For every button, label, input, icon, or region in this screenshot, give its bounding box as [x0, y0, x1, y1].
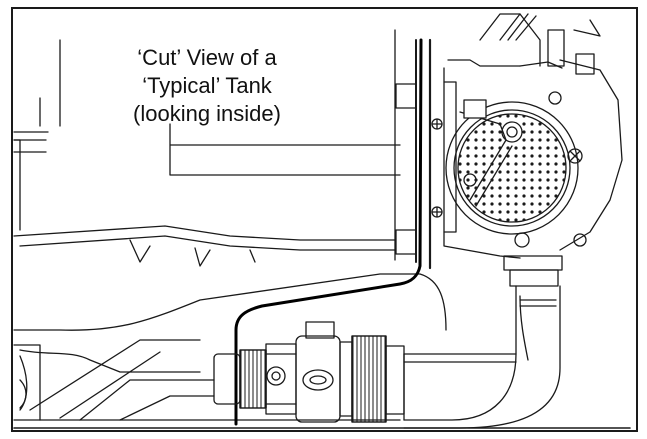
tank-inner-wall	[13, 29, 401, 267]
tank-wall	[395, 38, 432, 270]
valve-cap-icon	[302, 369, 334, 391]
screw-icon	[573, 233, 587, 247]
tank-bottom-detail	[19, 379, 215, 421]
diagram-frame	[11, 7, 638, 432]
screw-icon	[514, 232, 530, 248]
diagram-caption: ‘Cut’ View of a ‘Typical’ Tank (looking …	[72, 44, 342, 128]
sensor-cable	[234, 38, 423, 426]
caption-line-1: ‘Cut’ View of a	[137, 45, 277, 70]
caption-line-2: ‘Typical’ Tank	[142, 73, 272, 98]
pump-housing	[431, 13, 623, 259]
screw-icon	[548, 91, 562, 105]
elbow-pipe	[403, 255, 563, 429]
valve-assembly	[213, 321, 405, 423]
strainer-disc	[445, 99, 579, 235]
caption-line-3: (looking inside)	[133, 101, 281, 126]
